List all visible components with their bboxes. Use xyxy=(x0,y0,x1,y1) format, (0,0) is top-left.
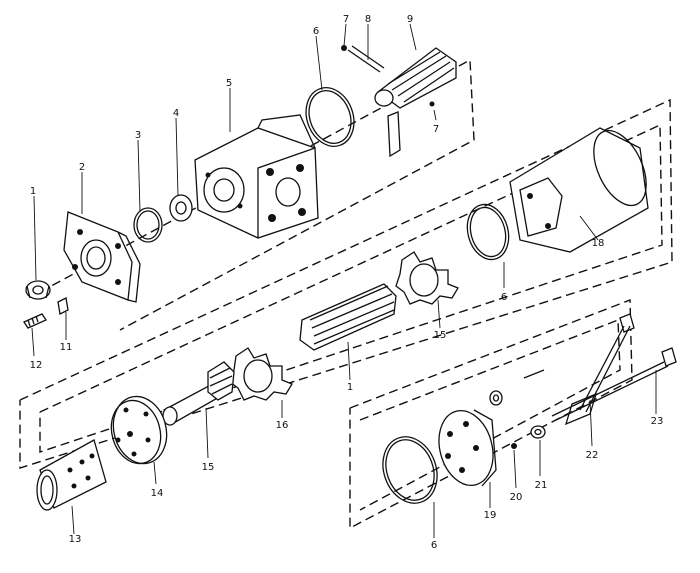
label-6-top: 6 xyxy=(313,26,319,37)
part-7-small-pin-bottom xyxy=(429,101,435,107)
label-7-top: 7 xyxy=(343,14,349,25)
label-20: 20 xyxy=(510,492,523,503)
label-16: 16 xyxy=(276,420,289,431)
label-4: 4 xyxy=(173,108,179,119)
label-9: 9 xyxy=(407,14,413,25)
leader-lines xyxy=(31,23,657,538)
part-washer-small xyxy=(489,390,503,406)
part-2-flange-plate xyxy=(63,211,141,303)
label-23: 23 xyxy=(651,416,664,427)
part-17-splined-shaft xyxy=(299,283,397,381)
part-12-screw xyxy=(23,313,47,329)
part-22-long-bolt xyxy=(564,313,635,426)
part-6-o-ring-bottom xyxy=(382,436,438,504)
part-5-housing-block xyxy=(194,114,319,239)
label-3: 3 xyxy=(135,130,141,141)
label-5: 5 xyxy=(226,78,232,89)
part-stud-small xyxy=(523,369,545,379)
part-11-fitting xyxy=(57,297,69,315)
label-6-bottom: 6 xyxy=(431,540,437,551)
part-13-sleeve xyxy=(36,439,107,511)
label-11: 11 xyxy=(60,342,73,353)
part-16-gear-upper xyxy=(395,251,459,305)
label-12: 12 xyxy=(30,360,43,371)
part-6-o-ring-middle xyxy=(466,203,510,261)
label-18: 18 xyxy=(592,238,605,249)
label-13: 13 xyxy=(69,534,82,545)
label-19: 19 xyxy=(484,510,497,521)
part-20-small-ball xyxy=(511,443,517,449)
part-15-drive-gear-shaft xyxy=(162,361,235,426)
label-8: 8 xyxy=(365,14,371,25)
label-7-bottom: 7 xyxy=(433,124,439,135)
label-21: 21 xyxy=(535,480,548,491)
part-7-small-pin-top xyxy=(341,45,347,51)
label-6-middle: 6 xyxy=(501,292,507,303)
part-1-nut xyxy=(25,280,51,300)
part-21-nut xyxy=(530,425,546,439)
label-1: 1 xyxy=(30,186,36,197)
part-14-bearing-plate xyxy=(110,395,168,465)
label-15-upper: 15 xyxy=(434,330,447,341)
label-14: 14 xyxy=(151,488,164,499)
part-18-motor-housing xyxy=(509,127,649,253)
part-8-pin xyxy=(347,45,385,73)
label-22: 22 xyxy=(586,450,599,461)
part-19-end-cap xyxy=(438,409,497,487)
part-3-snap-ring xyxy=(133,207,163,243)
label-2: 2 xyxy=(79,162,85,173)
part-9-drive-shaft xyxy=(374,47,457,158)
part-4-washer xyxy=(169,194,193,222)
label-15-lower: 15 xyxy=(202,462,215,473)
part-16-gear-lower xyxy=(229,347,293,401)
part-6-o-ring-top xyxy=(305,87,355,147)
label-1-shaft: 1 xyxy=(347,382,353,393)
part-23-long-bolt xyxy=(551,347,677,421)
part-number-labels: 1 2 3 4 5 6 7 8 9 7 11 12 13 14 15 16 15… xyxy=(30,14,664,551)
